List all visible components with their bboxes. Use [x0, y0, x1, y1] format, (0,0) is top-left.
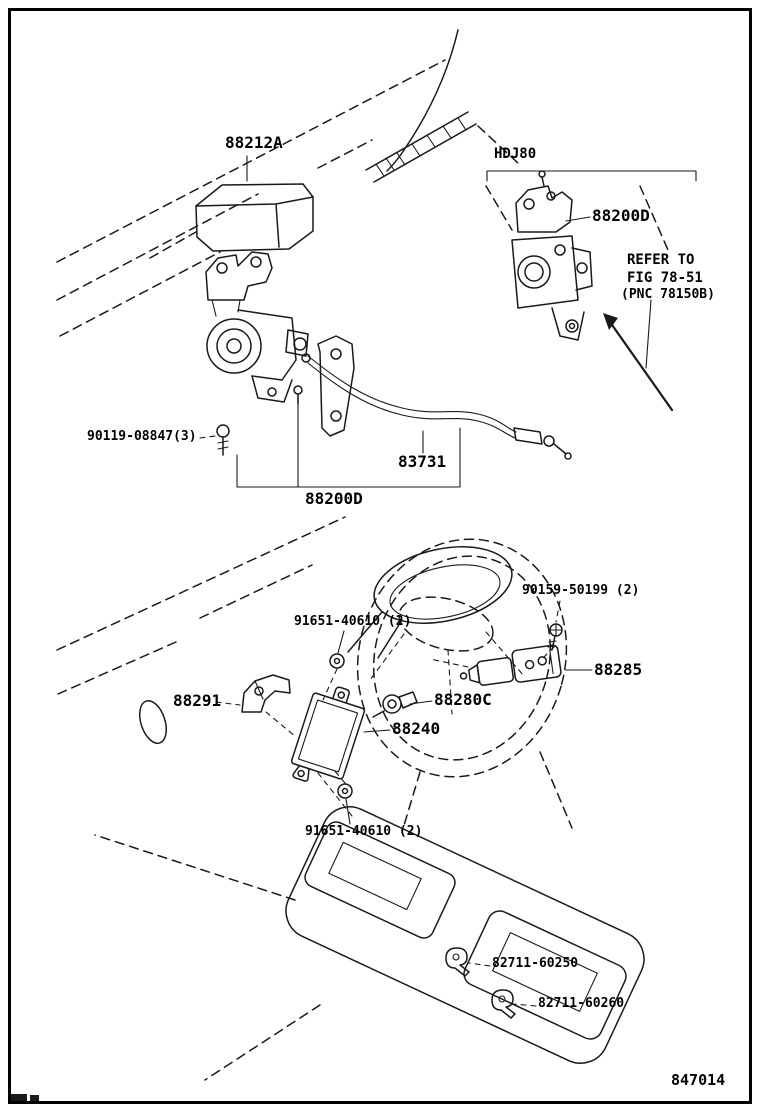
left-actuator-art: [205, 251, 309, 405]
label-main-switch-88285: 88285: [594, 660, 643, 679]
rod-art: [603, 299, 674, 412]
bolt-art: [199, 424, 230, 456]
figure-number: 847014: [671, 1071, 726, 1089]
cancel-switch-art: [372, 691, 433, 718]
label-cover-88212a: 88212A: [225, 133, 283, 152]
console-art: [94, 806, 645, 1081]
body-hatch-lines: [56, 29, 669, 337]
label-nut-lower-91651: 91651-40610 (2): [305, 824, 423, 839]
label-nut-upper-91651: 91651-40610 (2): [294, 614, 412, 629]
label-cancel-switch-88280c: 88280C: [434, 690, 492, 709]
ecu-art: [290, 686, 391, 817]
label-computer-88240: 88240: [392, 719, 441, 738]
label-refer-note-line3: (PNC 78150B): [621, 287, 715, 302]
label-cable-83731: 83731: [398, 452, 447, 471]
print-marks: [11, 1094, 39, 1103]
label-actuator-left-88200d: 88200D: [305, 489, 363, 508]
label-clamp-82711-60250: 82711-60250: [492, 956, 579, 971]
label-actuator-right-88200d: 88200D: [592, 206, 650, 225]
clamp-upper-art: [445, 947, 491, 977]
right-actuator-art: [486, 170, 697, 341]
label-refer-note-line2: FIG 78-51: [627, 270, 703, 286]
nut-upper-art: [322, 630, 345, 701]
screw-art: [541, 600, 563, 660]
label-refer-note-line1: REFER TO: [627, 252, 695, 268]
nut-lower-art: [332, 768, 353, 825]
label-screw-90159: 90159-50199 (2): [522, 583, 640, 598]
label-model-hdj80: HDJ80: [494, 146, 537, 162]
group-bracket-left: [236, 395, 461, 488]
steering-wheel-art: [347, 538, 568, 778]
cable-art: [301, 335, 572, 460]
dash-panel-lines: [56, 516, 573, 833]
main-switch-art: [429, 644, 593, 686]
label-bracket-88291: 88291: [173, 691, 222, 710]
clamp-lower-art: [491, 989, 537, 1019]
cover-art: [195, 155, 314, 252]
label-clamp-82711-60260: 82711-60260: [538, 996, 625, 1011]
label-bolt-90119: 90119-08847(3): [87, 429, 197, 444]
bracket-art: [215, 674, 297, 738]
